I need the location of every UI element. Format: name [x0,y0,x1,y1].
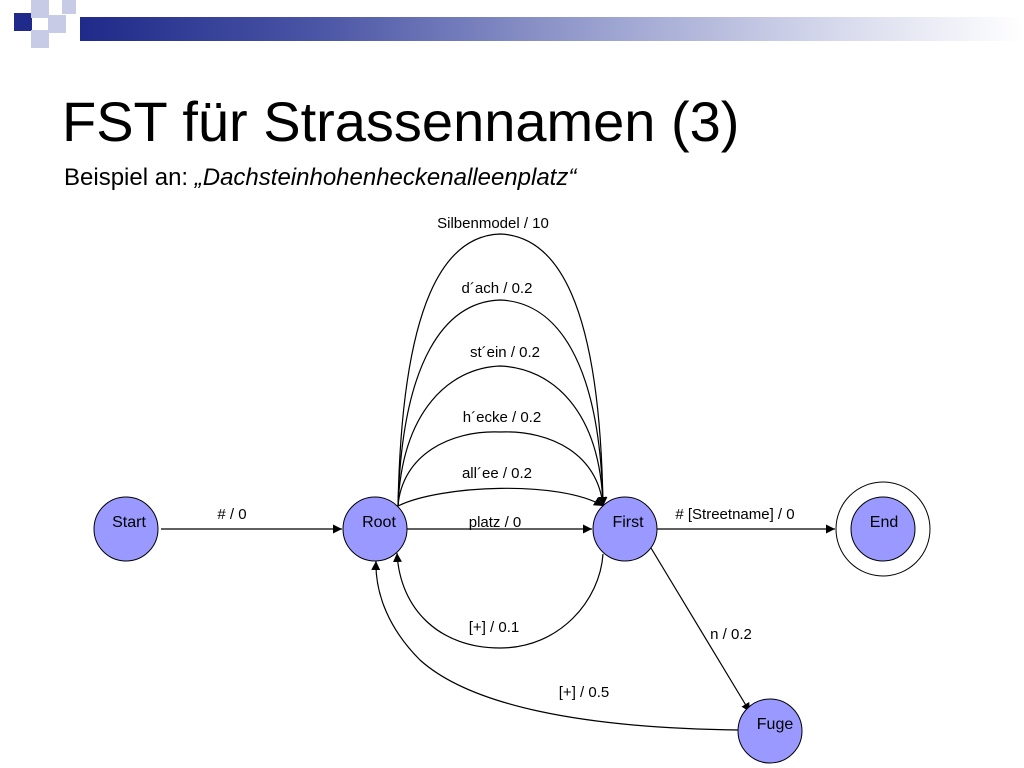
slide-subtitle: Beispiel an: „Dachsteinhohenheckenalleen… [64,164,576,193]
edge-label-start-root: # / 0 [217,506,246,523]
subtitle-example-word: „Dachsteinhohenheckenalleenplatz“ [194,164,577,191]
state-root [342,496,408,562]
edge-label-fuge-root: [+] / 0.5 [559,684,609,701]
edge-label-dach: d´ach / 0.2 [462,280,533,297]
state-end-accept-ring [835,481,931,577]
subtitle-prefix: Beispiel an: [64,164,195,191]
header-gradient-bar [80,17,1024,41]
state-fuge [737,698,803,764]
edge-first-fuge [650,547,751,713]
edge-label-allee: all´ee / 0.2 [462,465,532,482]
edge-root-first-hecke [397,431,607,507]
slide-title: FST für Strassennamen (3) [62,90,740,153]
edge-root-first-silbenmodel [397,233,608,507]
corner-decoration [14,0,76,48]
edge-label-first-fuge: n / 0.2 [710,626,752,643]
state-first [592,496,658,562]
state-end [850,496,916,562]
corner-square-light [31,0,49,18]
edge-label-silbenmodel: Silbenmodel / 10 [437,215,549,232]
state-label-root: Root [362,514,396,531]
corner-square-light [62,0,76,14]
state-label-start: Start [112,514,146,531]
edge-label-hecke: h´ecke / 0.2 [463,409,541,426]
state-label-end: End [870,514,898,531]
state-start [93,496,159,562]
edge-root-first-allee [397,487,604,507]
edge-first-root-fuge-plus [392,552,604,649]
corner-square-dark [14,13,32,31]
state-label-fuge: Fuge [757,716,794,733]
edge-label-platz: platz / 0 [469,514,522,531]
corner-square-light [31,30,49,48]
edge-root-first-stein [397,365,608,507]
state-label-first: First [612,514,644,531]
edge-label-first-end: # [Streetname] / 0 [675,506,794,523]
edge-label-stein: st´ein / 0.2 [470,344,540,361]
edge-fuge-root [371,560,739,731]
corner-square-light [48,15,66,33]
edge-label-first-root: [+] / 0.1 [469,619,519,636]
edge-root-first-dach [397,299,608,507]
